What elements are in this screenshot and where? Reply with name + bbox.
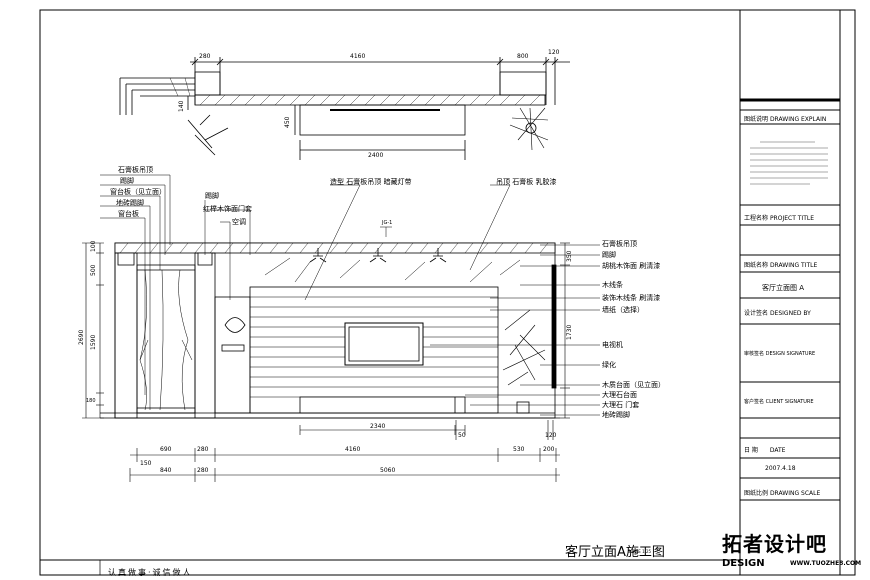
elev-dim-280a: 280 [197,446,209,453]
client-sign-label: 客户签名 CLIENT SIGNATURE [744,398,814,405]
sheet-border [39,9,856,576]
leaders-right [430,244,600,416]
note-right-4: 装饰木线条 刷清漆 [602,294,661,302]
label-tvwall: JG-1 [382,220,393,226]
date-cn: 日 期 [744,447,758,454]
watermark-design: DESIGN [722,558,765,569]
elev-dim-1590: 1590 [90,334,97,350]
scale-cn: 图纸比例 [744,490,769,497]
project-title-label: 工程名称 PROJECT TITLE [744,213,814,222]
note-right-0: 石膏板吊顶 [602,240,637,248]
scale-label: 图纸比例 DRAWING SCALE [744,488,820,497]
elev-dim-690: 690 [160,446,172,453]
note-right-1: 踢脚 [602,251,616,259]
note-top-1: 吊顶 石膏板 乳胶漆 [496,178,557,186]
design-sign-en: DESIGN SIGNATURE [765,351,816,357]
plan-dim-450: 450 [284,116,291,128]
client-sign-en: CLIENT SIGNATURE [765,399,814,405]
elev-dim-500: 500 [90,264,97,276]
watermark-logo: 拓者设计吧 [722,532,827,556]
note-right-8: 木质台面（见立面） [602,381,665,389]
elev-dim-530: 530 [513,446,525,453]
design-sign-cn: 审核签名 [744,351,765,357]
drawing-title-en: DRAWING TITLE [769,262,818,269]
plan-dim-2400: 2400 [368,152,384,159]
client-sign-cn: 客户签名 [744,399,765,405]
note-left-3: 地砖踢脚 [116,199,144,207]
elev-dim-4160: 4160 [345,446,361,453]
date-value: 2007.4.18 [765,465,796,472]
elev-dim-840: 840 [160,467,172,474]
drawing-title-label: 图纸名称 DRAWING TITLE [744,260,817,269]
project-title-en: PROJECT TITLE [769,215,815,222]
elev-dim-180: 180 [86,398,96,404]
date-label: 日 期 DATE [744,445,785,454]
elev-dim-5060: 5060 [380,467,396,474]
elev-dim-1730: 1730 [566,324,573,340]
note-right-7: 绿化 [602,361,616,369]
designed-by-en: DESIGNED BY [769,310,811,317]
note-right-3: 木线条 [602,281,623,289]
designed-by-label: 设计签名 DESIGNED BY [744,308,811,317]
drawing-title-value: 客厅立面图 A [762,284,805,292]
note-left2-0: 踢脚 [205,192,219,200]
scale-en: DRAWING SCALE [769,490,821,497]
elev-dim-150: 150 [140,460,152,467]
plan-dim-800: 800 [517,53,529,60]
elev-dim-200: 200 [543,446,555,453]
design-sign-label: 审核签名 DESIGN SIGNATURE [744,350,815,357]
note-right-2: 胡桃木饰面 刷清漆 [602,262,661,270]
plan-view [119,57,570,160]
leaders-left [100,174,251,410]
note-left2-1: 红榉木饰面门套 [203,205,252,213]
title-block [739,9,841,576]
note-right-9: 大理石台面 [602,391,637,399]
designed-by-cn: 设计签名 [744,310,769,317]
watermark-url: WWW.TUOZHE8.COM [790,560,862,567]
note-left3: 空调 [232,218,246,226]
note-right-10: 大理石 门套 [602,401,640,409]
note-left-2: 窗台板（见立面） [110,188,166,196]
elev-dim-350: 350 [566,250,573,262]
explain-text-lines [750,141,828,185]
elev-dim-280b: 280 [197,467,209,474]
elev-dim-120: 120 [545,432,557,439]
elev-dim-50: 50 [458,432,466,439]
note-left-4: 窗台板 [118,210,139,218]
elev-dim-2340: 2340 [370,423,386,430]
elev-dim-100: 100 [90,240,97,252]
drawing-title: 客厅立面A施工图 [565,545,665,560]
explain-label-cn: 图纸说明 [744,116,769,123]
plan-dim-140: 140 [178,100,185,112]
note-right-5: 墙纸（选择） [602,306,644,314]
note-left-1: 踢脚 [120,177,134,185]
plan-dim-280: 280 [199,53,211,60]
plan-dim-4160: 4160 [350,53,366,60]
footer-motto: 认真做事·诚信做人 [108,568,193,577]
plan-dim-120: 120 [548,49,560,56]
explain-label: 图纸说明 DRAWING EXPLAIN [744,114,826,123]
date-en: DATE [769,447,786,454]
elevation-view [100,242,560,419]
note-top-0: 造型 石膏板吊顶 暗藏灯带 [330,178,412,186]
note-left-0: 石膏板吊顶 [118,166,153,174]
project-title-cn: 工程名称 [744,215,769,222]
elevation-dimensions [82,242,570,482]
note-right-6: 电视机 [602,341,623,349]
explain-label-en: DRAWING EXPLAIN [769,116,827,123]
note-right-11: 地砖踢脚 [602,411,630,419]
elev-dim-2690: 2690 [78,329,85,345]
drawing-title-cn: 图纸名称 [744,262,769,269]
scale-caption: SCALE 1:25 [628,549,652,554]
leaders-top [304,184,511,301]
